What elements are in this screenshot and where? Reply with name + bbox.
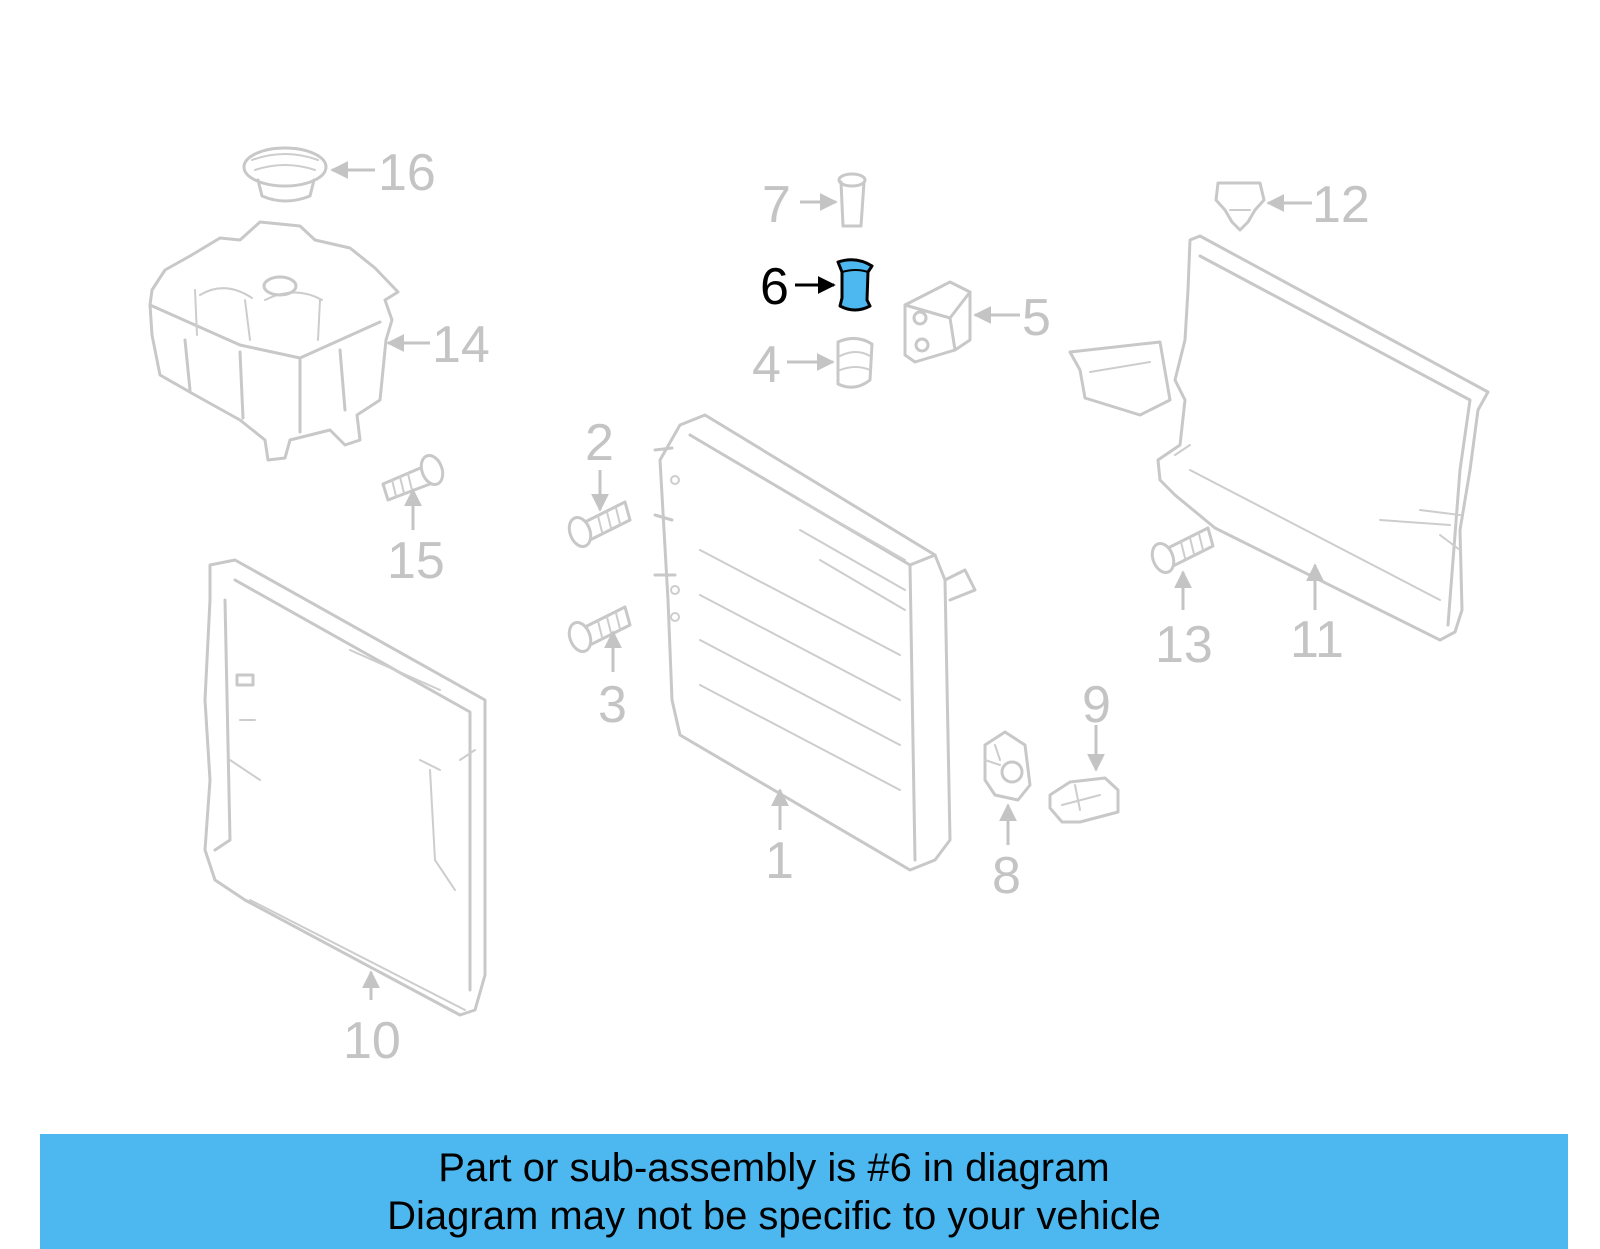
- part-9-bracket[interactable]: [1048, 776, 1120, 824]
- callout-3-label: 3: [598, 676, 627, 734]
- callout-1: 1: [765, 788, 794, 890]
- callout-4: 4: [752, 336, 835, 394]
- callout-5-label: 5: [1022, 289, 1051, 347]
- callout-11: 11: [1290, 563, 1344, 669]
- callout-9-label: 9: [1082, 676, 1111, 734]
- callout-6-label: 6: [760, 258, 789, 316]
- info-banner: Part or sub-assembly is #6 in diagram Di…: [40, 1134, 1568, 1249]
- callout-8: 8: [992, 803, 1021, 905]
- banner-line-1: Part or sub-assembly is #6 in diagram: [438, 1146, 1110, 1190]
- part-11-fan-shroud[interactable]: [1068, 234, 1490, 642]
- part-2-bolt[interactable]: [565, 500, 632, 550]
- part-7-pin[interactable]: [837, 172, 867, 228]
- callout-9: 9: [1082, 676, 1111, 772]
- part-3-bolt[interactable]: [565, 605, 632, 655]
- part-13-bolt[interactable]: [1148, 526, 1215, 576]
- part-15-bolt[interactable]: [381, 452, 447, 502]
- callout-5: 5: [973, 289, 1051, 347]
- part-4-grommet[interactable]: [836, 337, 874, 389]
- part-14-expansion-tank[interactable]: [148, 220, 400, 462]
- part-8-bracket[interactable]: [983, 730, 1032, 802]
- callout-10: 10: [343, 970, 401, 1070]
- part-12-clip[interactable]: [1214, 181, 1266, 232]
- callout-2-label: 2: [585, 414, 614, 472]
- part-6-mount-highlighted[interactable]: [836, 258, 874, 312]
- part-1-radiator[interactable]: [653, 413, 977, 872]
- callout-3: 3: [598, 630, 627, 734]
- callout-15: 15: [387, 488, 445, 590]
- callout-16: 16: [330, 144, 436, 202]
- callout-13: 13: [1155, 570, 1213, 674]
- callout-4-label: 4: [752, 336, 781, 394]
- callout-12: 12: [1266, 176, 1370, 234]
- callout-7-label: 7: [762, 176, 791, 234]
- callout-13-label: 13: [1155, 616, 1213, 674]
- part-5-bracket[interactable]: [903, 280, 972, 364]
- callout-2: 2: [585, 414, 614, 512]
- callout-6: 6: [760, 258, 836, 316]
- callout-10-label: 10: [343, 1012, 401, 1070]
- callout-14-label: 14: [432, 316, 490, 374]
- callout-12-label: 12: [1312, 176, 1370, 234]
- part-10-radiator-support[interactable]: [203, 558, 487, 1017]
- callout-15-label: 15: [387, 532, 445, 590]
- callout-14: 14: [386, 316, 490, 374]
- callout-8-label: 8: [992, 847, 1021, 905]
- callout-11-label: 11: [1290, 611, 1344, 669]
- callout-7: 7: [762, 176, 838, 234]
- banner-line-2: Diagram may not be specific to your vehi…: [387, 1194, 1161, 1238]
- part-16-cap[interactable]: [242, 146, 328, 203]
- callout-1-label: 1: [765, 832, 794, 890]
- callout-16-label: 16: [378, 144, 436, 202]
